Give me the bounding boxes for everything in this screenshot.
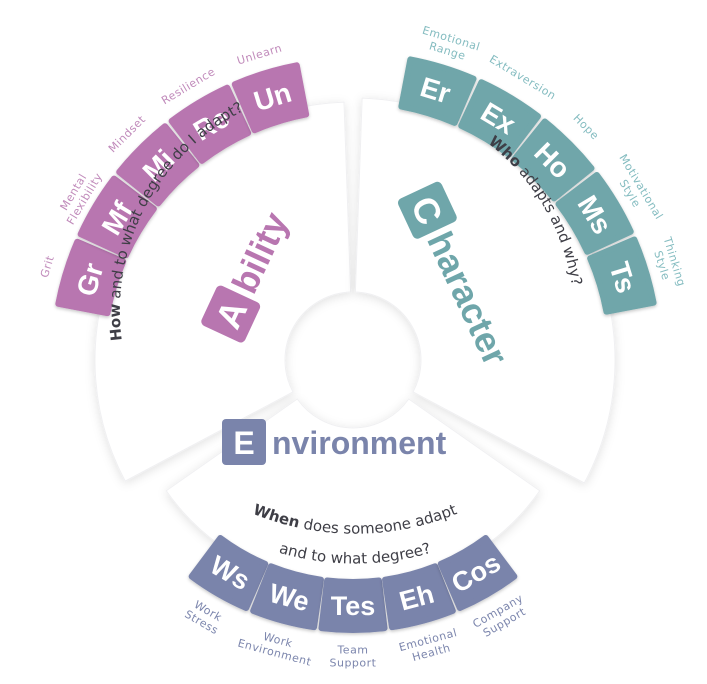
environment-letter: E: [233, 425, 254, 461]
character-tile-shape: [511, 118, 595, 202]
ability-tile-shape: [168, 84, 252, 164]
character-tile-label: ThinkingStyle: [648, 234, 688, 291]
environment-tile-shape: [382, 563, 456, 631]
environment-tile-shape: [437, 534, 518, 611]
ability-tile-label: Unlearn: [236, 41, 284, 67]
character-tile-shape: [398, 56, 477, 126]
ability-tile-shape: [55, 238, 127, 317]
character-tile-label: Hope: [571, 112, 602, 143]
character-letter-box: [397, 181, 457, 239]
environment-tile-shape: [250, 563, 324, 631]
environment-tile-label: WorkStress: [182, 596, 227, 637]
character-tile-label: EmotionalRange: [417, 24, 482, 66]
environment-tile-label: WorkEnvironment: [236, 624, 316, 669]
environment-letter-box: [222, 419, 266, 465]
character-tile-shape: [458, 79, 542, 158]
character-tile-shape: [555, 171, 634, 255]
ability-tile-label: Grit: [38, 254, 57, 279]
ability-tile-shape: [231, 62, 310, 134]
environment-tile-shape: [188, 534, 269, 611]
environment-tile-shape: [318, 577, 388, 633]
ability-letter-box: [201, 285, 261, 343]
environment-title: E nvironment: [222, 419, 447, 465]
ability-tile-shape: [77, 175, 157, 259]
environment-tile-label: EmotionalHealth: [398, 626, 462, 667]
environment-word: nvironment: [272, 425, 447, 461]
environment-tile-abbr: Tes: [331, 591, 376, 621]
character-tile-shape: [587, 236, 657, 315]
ability-tile-shape: [116, 123, 200, 207]
